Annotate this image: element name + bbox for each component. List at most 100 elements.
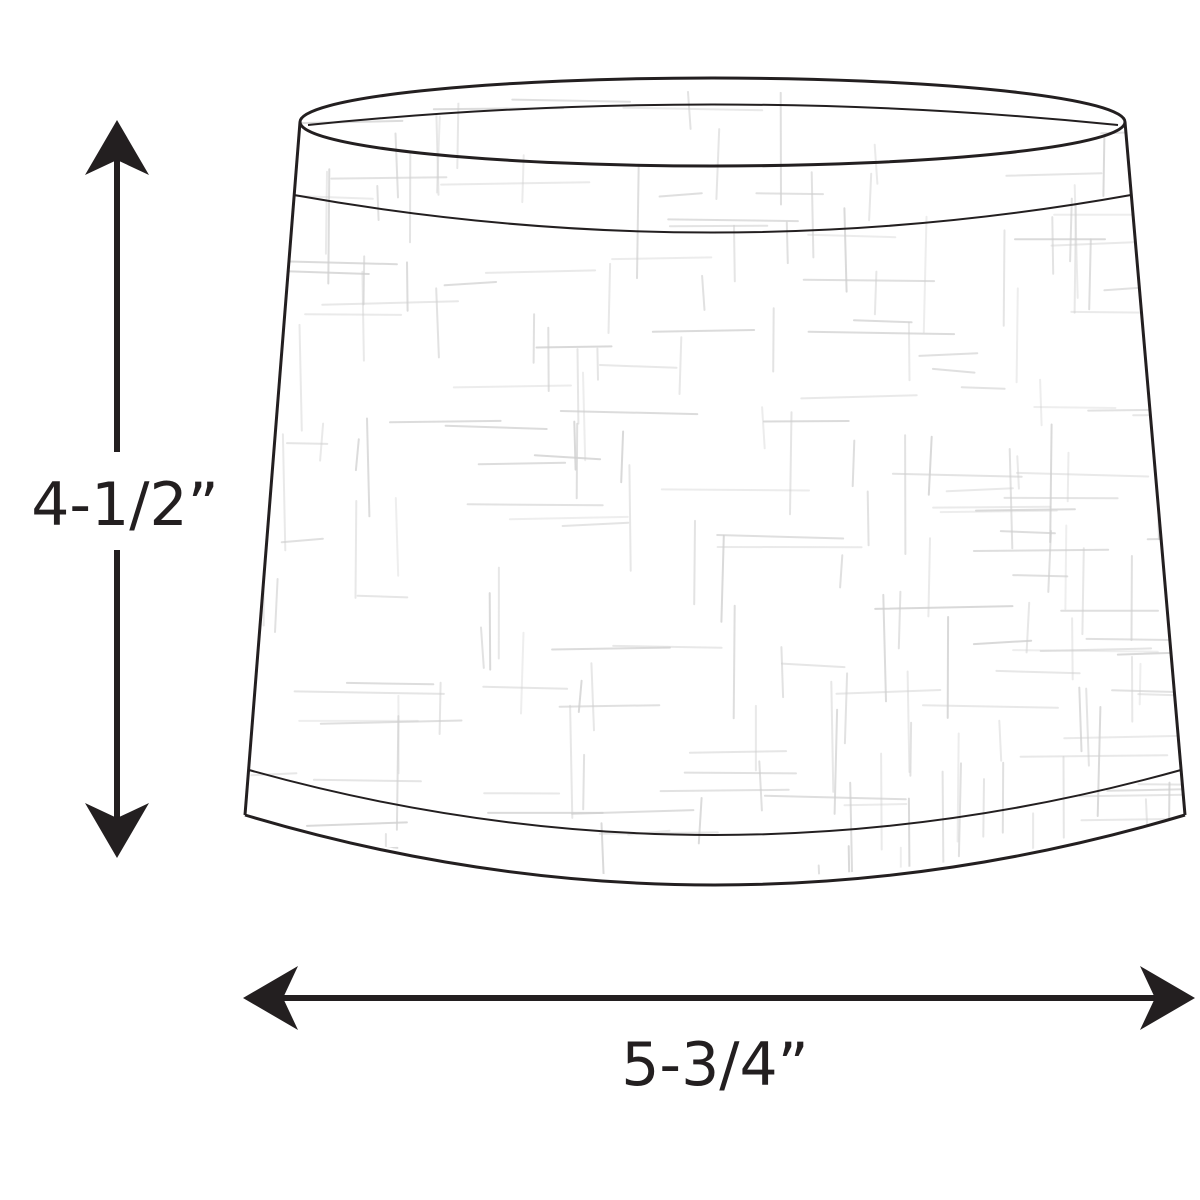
texture-thread bbox=[897, 590, 902, 650]
texture-thread bbox=[678, 336, 683, 395]
texture-thread bbox=[484, 269, 597, 274]
texture-thread bbox=[789, 411, 793, 516]
texture-thread bbox=[758, 760, 763, 812]
texture-thread bbox=[939, 509, 1058, 514]
texture-thread bbox=[810, 171, 815, 259]
texture-thread bbox=[999, 530, 1056, 535]
texture-thread bbox=[891, 472, 1023, 478]
texture-thread bbox=[807, 330, 956, 336]
arrow-left-icon bbox=[243, 966, 298, 1030]
texture-thread bbox=[1069, 197, 1073, 263]
texture-thread bbox=[800, 394, 918, 400]
texture-thread bbox=[274, 578, 279, 633]
arrow-right-icon bbox=[1140, 966, 1195, 1030]
texture-thread bbox=[304, 313, 403, 316]
texture-thread bbox=[683, 771, 797, 775]
texture-thread bbox=[1085, 687, 1090, 767]
texture-thread bbox=[907, 797, 911, 878]
texture-thread bbox=[874, 605, 1014, 610]
texture-thread bbox=[249, 492, 253, 589]
texture-thread bbox=[772, 307, 775, 373]
texture-thread bbox=[258, 292, 261, 325]
texture-thread bbox=[1106, 788, 1185, 792]
texture-thread bbox=[927, 435, 933, 496]
texture-thread bbox=[873, 270, 878, 316]
texture-thread bbox=[1025, 601, 1031, 654]
height-dimension-arrow bbox=[85, 120, 149, 858]
texture-thread bbox=[660, 488, 810, 492]
texture-thread bbox=[755, 192, 824, 196]
texture-thread bbox=[1019, 754, 1169, 758]
texture-thread bbox=[882, 593, 887, 703]
texture-thread bbox=[1167, 781, 1171, 878]
texture-thread bbox=[1073, 204, 1077, 314]
texture-thread bbox=[851, 439, 856, 488]
texture-thread bbox=[306, 821, 408, 827]
texture-thread bbox=[551, 646, 671, 651]
texture-thread bbox=[376, 185, 380, 221]
texture-thread bbox=[839, 554, 844, 589]
texture-thread bbox=[1016, 455, 1020, 490]
texture-thread bbox=[732, 604, 736, 720]
shade-body bbox=[245, 91, 1185, 885]
texture-thread bbox=[843, 672, 849, 745]
texture-thread bbox=[780, 662, 846, 669]
texture-thread bbox=[688, 750, 788, 754]
texture-thread bbox=[995, 669, 1081, 675]
texture-thread bbox=[1010, 898, 1115, 900]
texture-thread bbox=[350, 842, 355, 878]
texture-thread bbox=[931, 367, 976, 374]
texture-thread bbox=[1012, 574, 1069, 578]
texture-thread bbox=[356, 594, 409, 599]
texture-thread bbox=[835, 689, 942, 695]
texture-thread bbox=[1047, 530, 1052, 593]
texture-thread bbox=[1166, 340, 1185, 344]
texture-thread bbox=[1079, 109, 1185, 113]
texture-thread bbox=[312, 778, 422, 783]
texture-thread bbox=[511, 98, 631, 103]
texture-thread bbox=[906, 670, 911, 773]
texture-thread bbox=[975, 508, 1076, 512]
texture-thread bbox=[366, 417, 371, 518]
texture-thread bbox=[1079, 793, 1185, 798]
texture-thread bbox=[1051, 216, 1055, 275]
texture-thread bbox=[319, 719, 463, 725]
texture-thread bbox=[847, 845, 852, 878]
bottom-band-line bbox=[248, 769, 1182, 836]
texture-thread bbox=[1096, 706, 1102, 817]
texture-thread bbox=[1182, 119, 1185, 180]
texture-thread bbox=[293, 690, 445, 695]
texture-thread bbox=[575, 422, 579, 500]
texture-thread bbox=[972, 639, 1033, 646]
texture-thread bbox=[1171, 363, 1177, 439]
texture-thread bbox=[1033, 406, 1117, 409]
texture-thread bbox=[598, 364, 678, 369]
texture-thread bbox=[577, 679, 583, 713]
texture-thread bbox=[830, 680, 835, 793]
texture-thread bbox=[1150, 107, 1185, 112]
texture-thread bbox=[611, 256, 713, 261]
texture-thread bbox=[763, 794, 907, 801]
texture-thread bbox=[761, 406, 766, 450]
texture-thread bbox=[1137, 783, 1185, 787]
texture-thread bbox=[956, 732, 960, 843]
texture-thread bbox=[321, 300, 459, 306]
texture-thread bbox=[452, 384, 572, 389]
texture-thread bbox=[394, 497, 400, 577]
texture-thread bbox=[533, 454, 602, 461]
texture-thread bbox=[817, 864, 822, 878]
texture-thread bbox=[932, 505, 1052, 509]
texture-thread bbox=[535, 345, 613, 349]
texture-thread bbox=[941, 770, 945, 872]
texture-thread bbox=[909, 721, 913, 777]
texture-thread bbox=[444, 424, 548, 430]
texture-thread bbox=[849, 781, 854, 878]
texture-thread bbox=[286, 442, 329, 445]
texture-thread bbox=[576, 348, 580, 425]
texture-thread bbox=[1080, 817, 1185, 822]
texture-thread bbox=[1085, 637, 1185, 642]
texture-thread bbox=[843, 207, 848, 293]
texture-thread bbox=[330, 176, 448, 180]
texture-thread bbox=[362, 255, 366, 306]
texture-thread bbox=[659, 788, 790, 793]
